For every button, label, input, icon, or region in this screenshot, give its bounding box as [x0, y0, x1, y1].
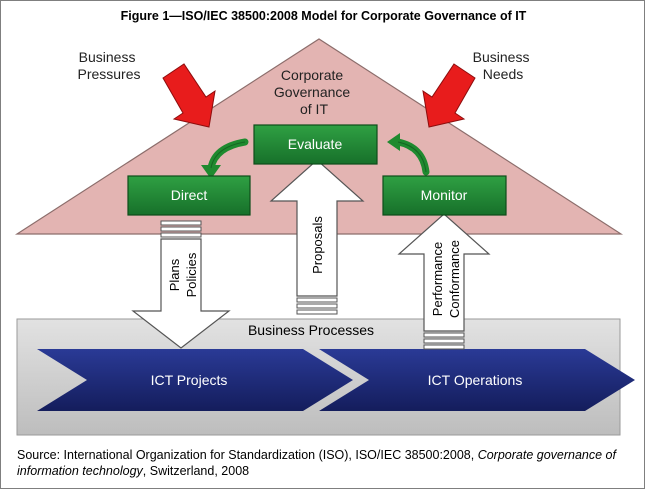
source-italic-title: Corporate governance of information tech… — [17, 448, 616, 478]
proposals-label: Proposals — [310, 216, 325, 274]
evaluate-label: Evaluate — [288, 136, 343, 152]
ict-projects-label: ICT Projects — [151, 372, 228, 388]
performance-conformance-arrow — [397, 213, 491, 332]
source-prefix: Source: International Organization for S… — [17, 448, 478, 462]
evaluate-to-direct-curve-arrow — [201, 138, 249, 179]
plans-label: Plans — [167, 258, 182, 291]
ict-projects-chevron — [37, 349, 353, 411]
proposals-arrow — [269, 159, 365, 297]
business-processes-label: Business Processes — [248, 322, 374, 338]
direct-label: Direct — [171, 187, 208, 203]
corporate-governance-line-2: Governance — [274, 84, 350, 100]
business-needs-label: Business Needs — [473, 49, 534, 82]
business-pressures-arrow — [162, 63, 216, 128]
monitor-box — [382, 175, 507, 216]
plans-arrow-stripes — [160, 220, 202, 238]
business-needs-line-1: Business — [473, 49, 530, 65]
corporate-governance-label: Corporate Governance of IT — [274, 67, 354, 117]
performance-label: Performance — [430, 242, 445, 316]
business-pressures-label: Business Pressures — [77, 49, 140, 82]
evaluate-box — [253, 124, 378, 165]
corporate-governance-line-1: Corporate — [281, 67, 343, 83]
ict-operations-label: ICT Operations — [428, 372, 523, 388]
corporate-governance-line-3: of IT — [300, 101, 328, 117]
performance-arrow-stripes — [423, 332, 465, 350]
monitor-to-evaluate-curve-arrow — [387, 133, 430, 176]
source-suffix: , Switzerland, 2008 — [142, 464, 250, 478]
business-needs-line-2: Needs — [483, 66, 523, 82]
direct-box — [127, 175, 251, 216]
figure-title: Figure 1—ISO/IEC 38500:2008 Model for Co… — [120, 9, 527, 23]
business-needs-arrow — [422, 63, 476, 128]
source-caption: Source: International Organization for S… — [17, 447, 632, 479]
policies-label: Policies — [184, 252, 199, 297]
conformance-label: Conformance — [447, 240, 462, 318]
proposals-arrow-stripes — [296, 297, 338, 315]
plans-policies-arrow — [131, 238, 231, 349]
monitor-label: Monitor — [421, 187, 468, 203]
business-pressures-line-2: Pressures — [77, 66, 140, 82]
ict-operations-chevron — [319, 349, 635, 411]
business-pressures-line-1: Business — [79, 49, 136, 65]
